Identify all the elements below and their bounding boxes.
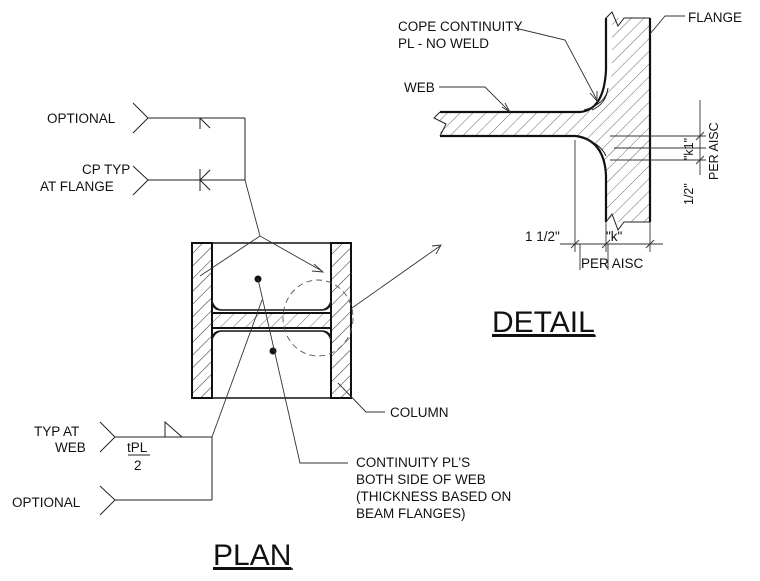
label-half-inch: 1/2" — [682, 183, 696, 205]
label-flange: FLANGE — [688, 10, 742, 25]
label-continuity-4: BEAM FLANGES) — [356, 506, 466, 521]
detail-callout-leader — [351, 245, 441, 309]
plan-column-section — [191, 242, 352, 399]
label-k: "k" — [606, 229, 623, 244]
label-optional-bottom: OPTIONAL — [12, 495, 81, 510]
column-web — [211, 312, 332, 329]
label-cp-typ: CP TYP — [82, 162, 130, 177]
label-per-aisc-bottom: PER AISC — [581, 256, 644, 271]
label-continuity-1: CONTINUITY PL'S — [356, 455, 470, 470]
column-leader — [337, 382, 385, 413]
label-column: COLUMN — [390, 405, 449, 420]
label-k1: "k1" — [682, 138, 696, 160]
label-cope-1: COPE CONTINUITY — [398, 19, 523, 34]
weld-symbol-optional-bottom — [99, 485, 212, 516]
label-at-flange: AT FLANGE — [40, 179, 114, 194]
detail-section — [433, 11, 706, 270]
label-per-aisc-vertical: PER AISC — [707, 122, 721, 180]
detail-callout-circle — [282, 279, 354, 357]
weld-symbol-typ-at-web — [99, 299, 263, 500]
fraction-denominator: 2 — [134, 458, 142, 473]
weld-symbol-optional-top — [132, 102, 246, 180]
label-cope-2: PL - NO WELD — [398, 36, 489, 51]
title-plan: PLAN — [213, 539, 291, 572]
weld-symbol-cp-typ — [132, 165, 325, 277]
fraction-numerator: tPL — [127, 440, 148, 455]
continuity-leader — [257, 278, 348, 464]
label-detail-web: WEB — [404, 80, 435, 95]
title-detail: DETAIL — [492, 306, 595, 339]
label-continuity-2: BOTH SIDE OF WEB — [356, 472, 486, 487]
label-typ-at: TYP AT — [34, 424, 79, 439]
continuity-plate-top — [211, 242, 332, 311]
label-optional-top: OPTIONAL — [47, 111, 116, 126]
label-continuity-3: (THICKNESS BASED ON — [356, 489, 511, 504]
label-web: WEB — [55, 440, 86, 455]
label-one-half: 1 1/2" — [525, 229, 560, 244]
